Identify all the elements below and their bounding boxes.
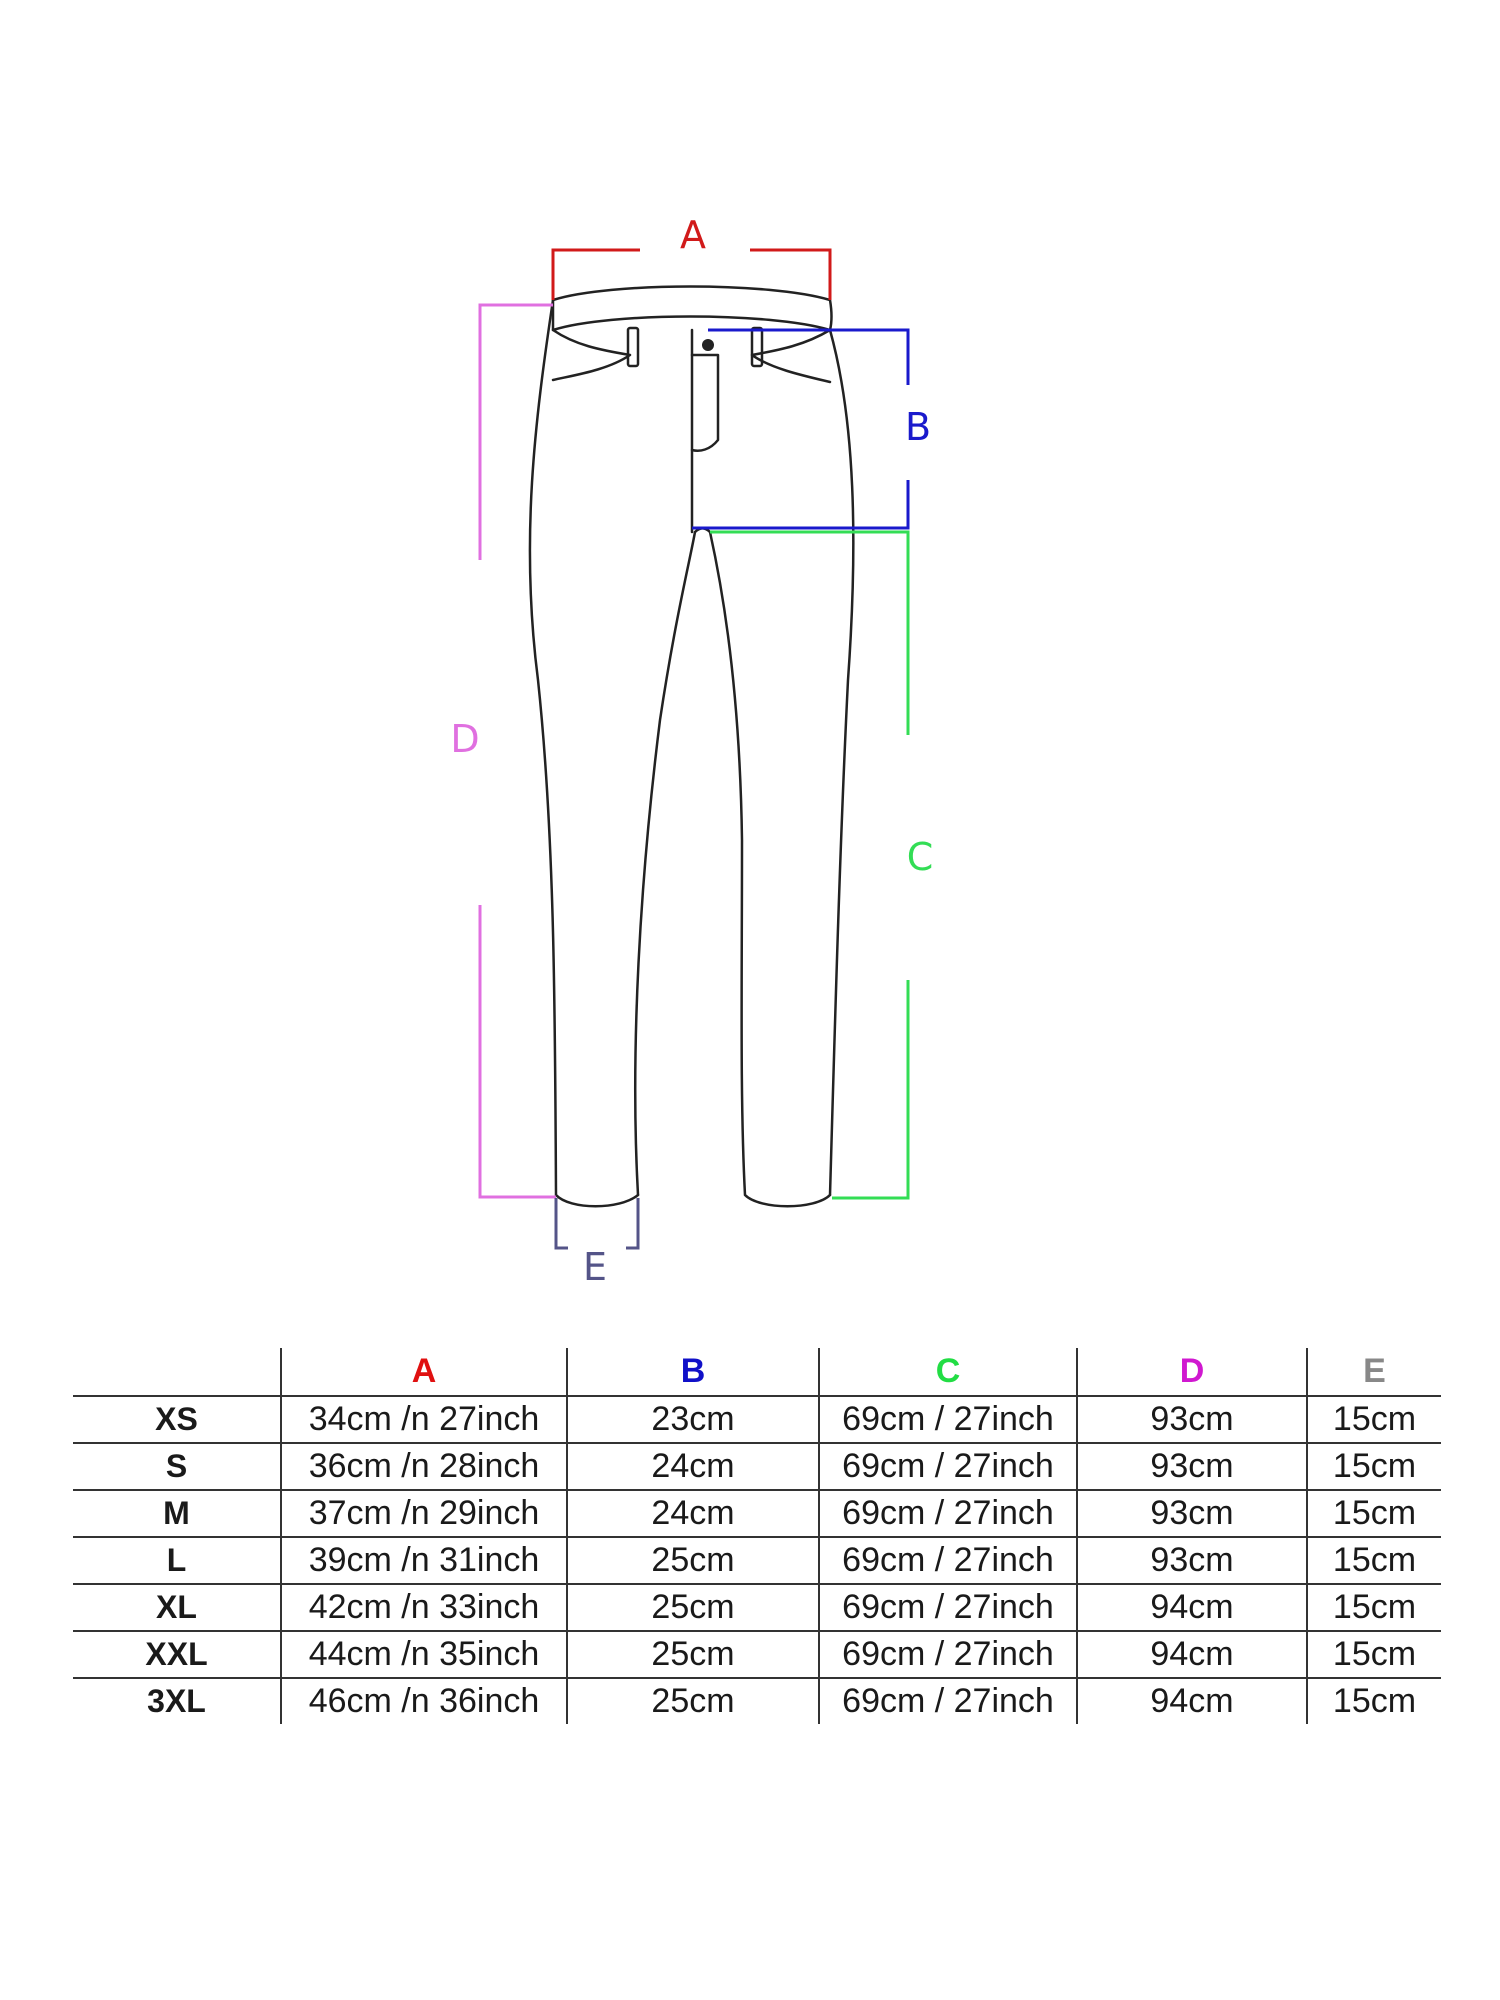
value-e: 15cm	[1306, 1584, 1441, 1631]
value-a: 36cm /n 28inch	[280, 1443, 567, 1490]
value-b: 24cm	[566, 1490, 819, 1537]
value-b: 23cm	[566, 1396, 819, 1443]
label-b: B	[905, 405, 931, 449]
table-row: S 36cm /n 28inch 24cm 69cm / 27inch 93cm…	[73, 1443, 1441, 1490]
size-table-header: A B C D E	[73, 1348, 1441, 1396]
label-e: E	[583, 1245, 607, 1289]
header-c: C	[818, 1348, 1077, 1396]
size-cell: XL	[156, 1589, 197, 1625]
value-d: 93cm	[1076, 1396, 1307, 1443]
header-e: E	[1306, 1348, 1441, 1396]
measure-b-lines	[692, 328, 910, 530]
value-a: 46cm /n 36inch	[280, 1678, 567, 1724]
value-c: 69cm / 27inch	[818, 1678, 1077, 1724]
button-icon	[702, 339, 714, 351]
label-a: A	[680, 213, 706, 257]
size-cell: L	[166, 1542, 187, 1578]
value-e: 15cm	[1306, 1537, 1441, 1584]
measure-e-lines	[554, 1198, 640, 1250]
size-cell: S	[165, 1448, 188, 1484]
size-table: A B C D E XS 34cm /n 27inch 23cm 69cm / …	[73, 1348, 1441, 1724]
header-d: D	[1076, 1348, 1307, 1396]
label-d: D	[450, 717, 479, 761]
value-a: 34cm /n 27inch	[280, 1396, 567, 1443]
value-d: 93cm	[1076, 1537, 1307, 1584]
value-e: 15cm	[1306, 1396, 1441, 1443]
value-b: 25cm	[566, 1584, 819, 1631]
value-a: 44cm /n 35inch	[280, 1631, 567, 1678]
value-c: 69cm / 27inch	[818, 1396, 1077, 1443]
value-c: 69cm / 27inch	[818, 1443, 1077, 1490]
value-c: 69cm / 27inch	[818, 1490, 1077, 1537]
size-cell: M	[163, 1495, 190, 1531]
value-a: 42cm /n 33inch	[280, 1584, 567, 1631]
pants-diagram: A B C D E	[450, 213, 934, 1289]
value-e: 15cm	[1306, 1443, 1441, 1490]
value-e: 15cm	[1306, 1490, 1441, 1537]
value-d: 94cm	[1076, 1584, 1307, 1631]
header-b: B	[566, 1348, 819, 1396]
table-row: XS 34cm /n 27inch 23cm 69cm / 27inch 93c…	[73, 1396, 1441, 1443]
value-d: 94cm	[1076, 1678, 1307, 1724]
value-c: 69cm / 27inch	[818, 1537, 1077, 1584]
value-a: 39cm /n 31inch	[280, 1537, 567, 1584]
value-e: 15cm	[1306, 1678, 1441, 1724]
table-row: XL 42cm /n 33inch 25cm 69cm / 27inch 94c…	[73, 1584, 1441, 1631]
value-b: 24cm	[566, 1443, 819, 1490]
pants-outline	[528, 285, 855, 1208]
header-size	[73, 1348, 281, 1396]
label-c: C	[907, 835, 934, 879]
value-b: 25cm	[566, 1678, 819, 1724]
size-cell: XS	[155, 1401, 198, 1437]
table-row: 3XL 46cm /n 36inch 25cm 69cm / 27inch 94…	[73, 1678, 1441, 1724]
table-row: M 37cm /n 29inch 24cm 69cm / 27inch 93cm…	[73, 1490, 1441, 1537]
value-b: 25cm	[566, 1631, 819, 1678]
value-e: 15cm	[1306, 1631, 1441, 1678]
measure-c-lines	[710, 530, 910, 1200]
value-a: 37cm /n 29inch	[280, 1490, 567, 1537]
table-row: XXL 44cm /n 35inch 25cm 69cm / 27inch 94…	[73, 1631, 1441, 1678]
value-c: 69cm / 27inch	[818, 1631, 1077, 1678]
value-d: 93cm	[1076, 1490, 1307, 1537]
header-a: A	[280, 1348, 567, 1396]
measure-a-lines	[551, 248, 832, 300]
value-c: 69cm / 27inch	[818, 1584, 1077, 1631]
size-cell: 3XL	[147, 1683, 206, 1719]
value-b: 25cm	[566, 1537, 819, 1584]
table-row: L 39cm /n 31inch 25cm 69cm / 27inch 93cm…	[73, 1537, 1441, 1584]
measure-d-lines	[478, 303, 556, 1199]
size-cell: XXL	[145, 1636, 208, 1672]
value-d: 94cm	[1076, 1631, 1307, 1678]
value-d: 93cm	[1076, 1443, 1307, 1490]
